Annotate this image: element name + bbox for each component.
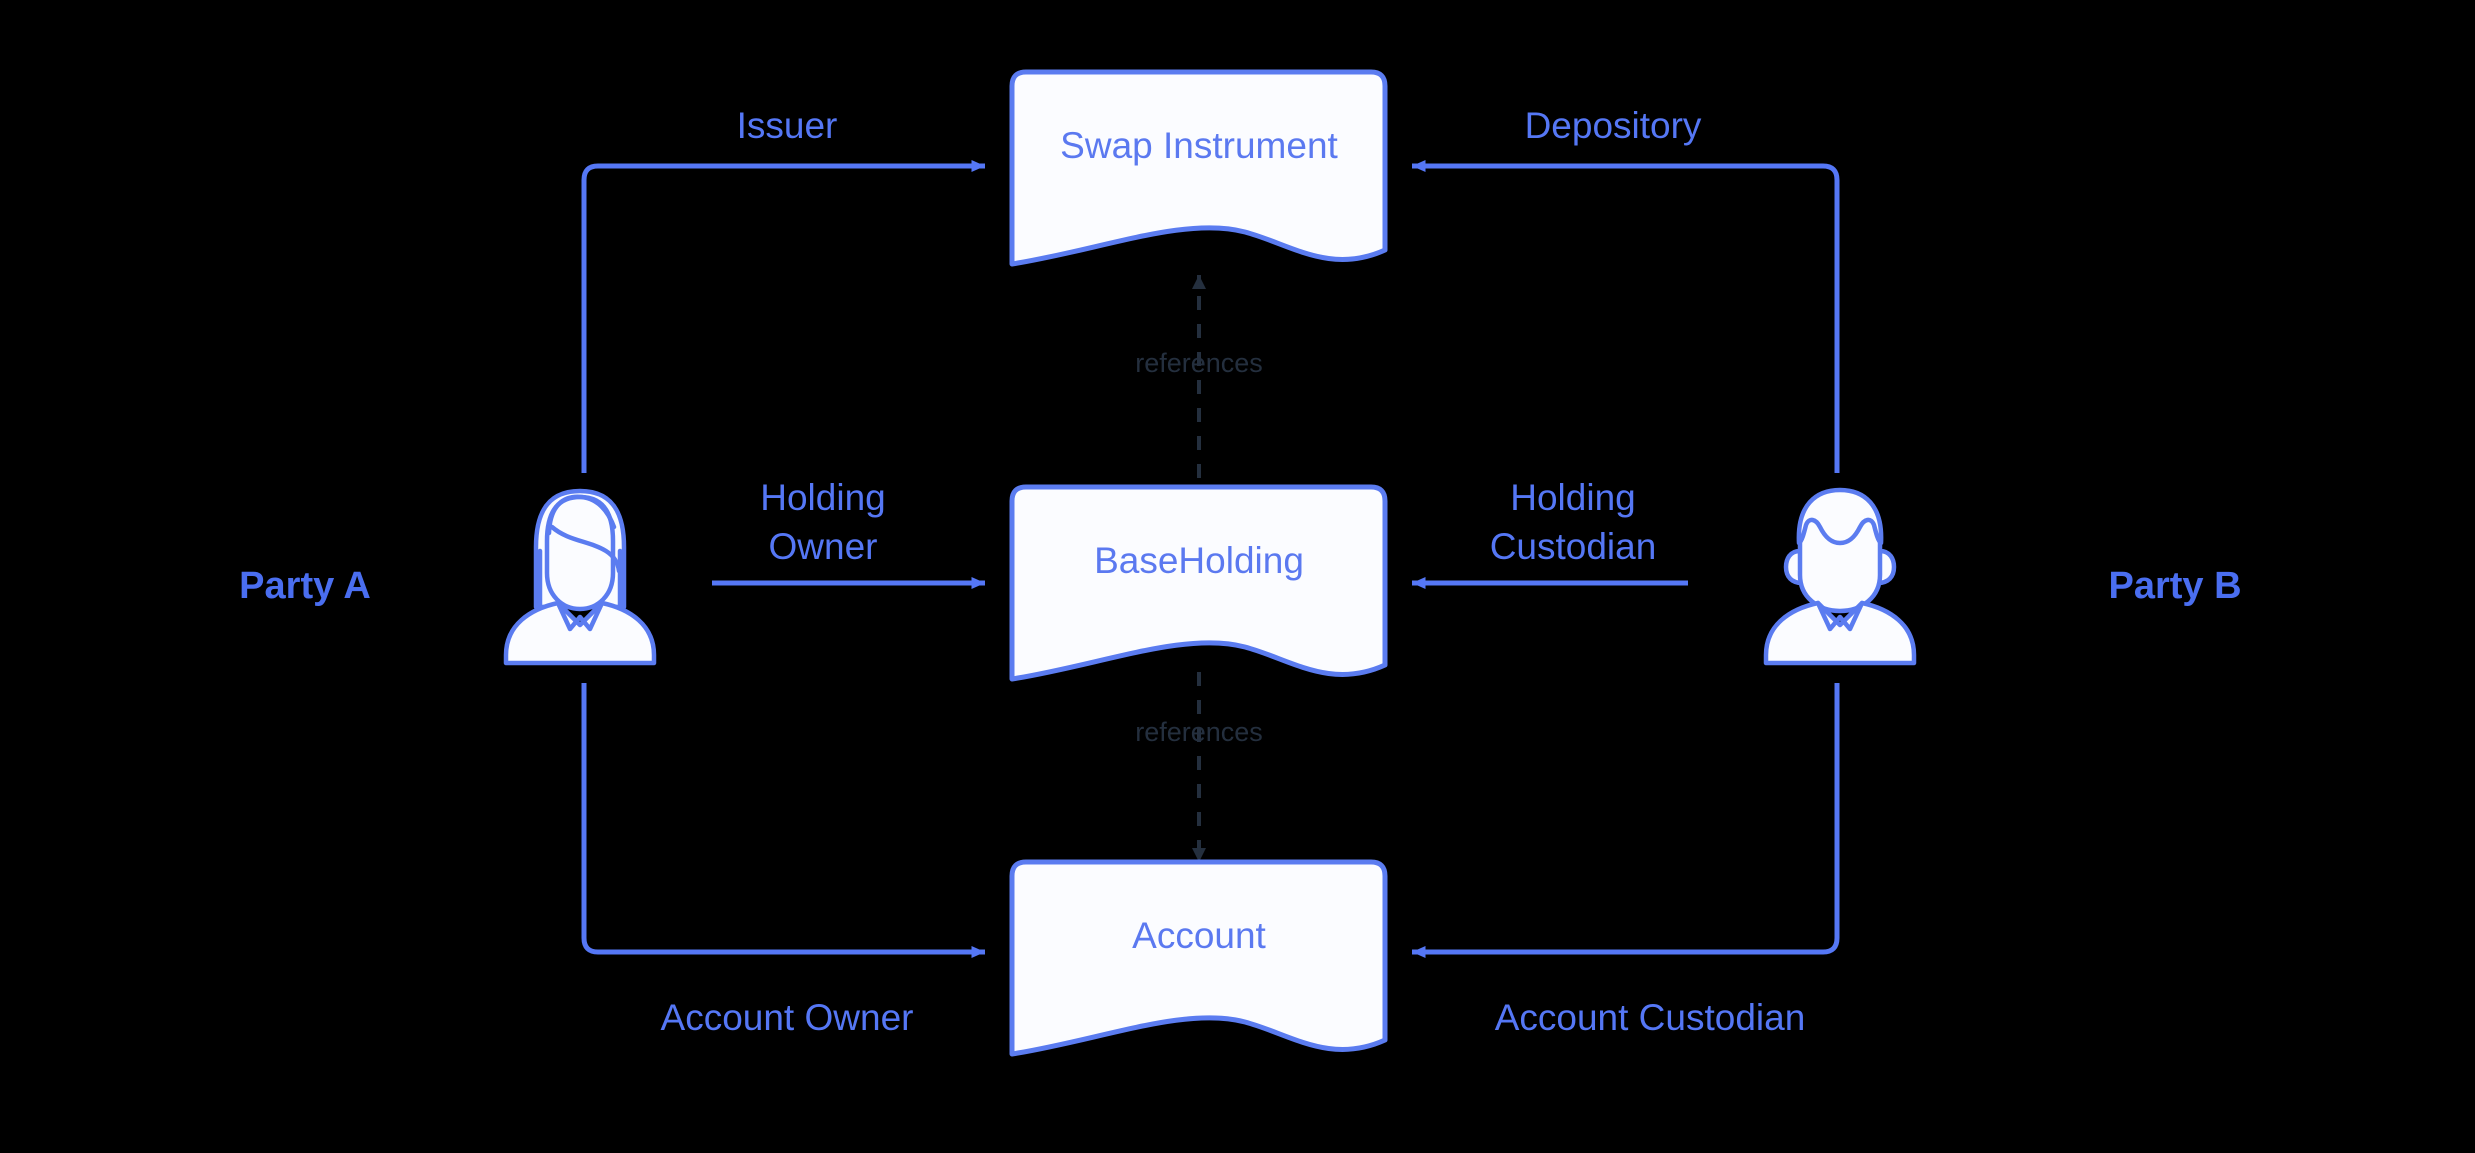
node-base-holding[interactable]: BaseHolding [1009, 484, 1388, 682]
edge-references-upper-label: references [1135, 348, 1263, 378]
avatar-party-b[interactable]: Party B [1763, 487, 2242, 666]
person-female-icon [503, 488, 657, 666]
edge-references-upper: references [1135, 275, 1263, 478]
edge-account-custodian: Account Custodian [1412, 683, 1840, 1038]
edge-holding-custodian: Holding Custodian [1412, 477, 1688, 589]
node-swap-instrument[interactable]: Swap Instrument [1009, 69, 1388, 267]
avatar-party-a[interactable]: Party A [239, 488, 657, 666]
edge-depository: Depository [1412, 105, 1840, 473]
edge-holding-owner-label-2: Owner [769, 526, 878, 567]
edge-holding-custodian-label-2: Custodian [1490, 526, 1657, 567]
node-account-shape [1009, 859, 1388, 1057]
edge-references-lower: references [1135, 672, 1263, 862]
edge-account-owner-label: Account Owner [661, 997, 914, 1038]
edge-account-owner: Account Owner [581, 683, 985, 1038]
edge-holding-owner-label-1: Holding [760, 477, 885, 518]
edge-issuer-label: Issuer [737, 105, 838, 146]
node-swap-instrument-shape [1009, 69, 1388, 267]
edge-issuer-line [581, 160, 985, 473]
edge-holding-owner: Holding Owner [712, 477, 985, 589]
node-account-label: Account [1132, 915, 1266, 956]
node-base-holding-label: BaseHolding [1094, 540, 1304, 581]
party-b-label: Party B [2108, 565, 2241, 607]
edge-depository-label: Depository [1525, 105, 1702, 146]
node-base-holding-shape [1009, 484, 1388, 682]
person-male-icon [1763, 487, 1917, 666]
node-account[interactable]: Account [1009, 859, 1388, 1057]
edge-account-custodian-line [1412, 683, 1840, 958]
edge-holding-custodian-label-1: Holding [1510, 477, 1635, 518]
node-swap-instrument-label: Swap Instrument [1060, 125, 1338, 166]
edge-references-lower-label: references [1135, 717, 1263, 747]
edge-account-owner-line [581, 683, 985, 958]
edge-issuer: Issuer [581, 105, 985, 473]
edge-depository-line [1412, 160, 1840, 473]
edge-account-custodian-label: Account Custodian [1495, 997, 1806, 1038]
party-a-label: Party A [239, 565, 371, 607]
